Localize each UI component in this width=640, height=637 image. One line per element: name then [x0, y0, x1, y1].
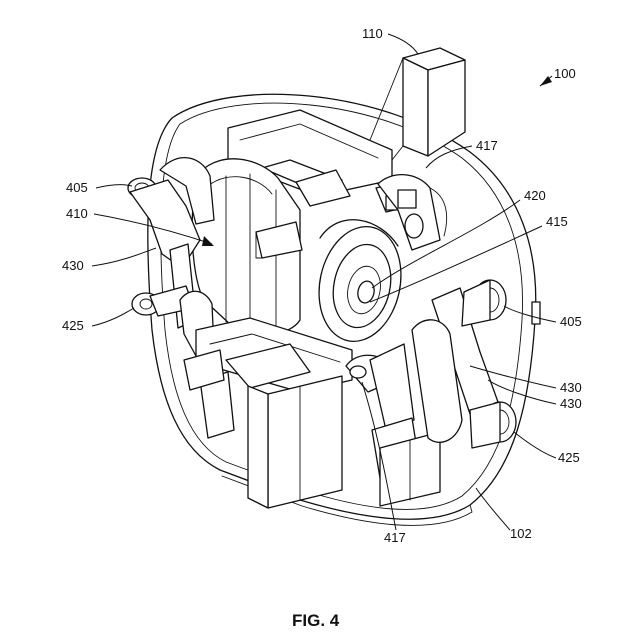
label-417-top: 417: [476, 138, 498, 153]
right-lever-drawing: [411, 279, 541, 449]
left-lever-drawing: [127, 157, 215, 357]
figure-caption: FIG. 4: [292, 611, 340, 630]
label-415: 415: [546, 214, 568, 229]
label-430-right-b: 430: [560, 396, 582, 411]
label-405-left: 405: [66, 180, 88, 195]
shaft-110-drawing: [369, 47, 466, 161]
label-425-right: 425: [558, 450, 580, 465]
lower-clamp-drawing: [345, 343, 441, 507]
upper-clamp-drawing: [377, 173, 448, 251]
label-425-left: 425: [62, 318, 84, 333]
label-405-right: 405: [560, 314, 582, 329]
lower-base-drawing: [183, 317, 353, 509]
label-100: 100: [554, 66, 576, 81]
label-110: 110: [362, 26, 383, 41]
label-410: 410: [66, 206, 88, 221]
label-430-right-a: 430: [560, 380, 582, 395]
leader-lines: [91, 33, 557, 531]
label-102: 102: [510, 526, 532, 541]
label-417-bottom: 417: [384, 530, 406, 545]
bearing-ring-drawing: [318, 219, 402, 342]
reference-labels: 110 100 417 405 420 410 415 430 425 405 …: [62, 26, 582, 545]
coil-410-drawing: [191, 158, 303, 337]
label-430-left: 430: [62, 258, 84, 273]
label-420: 420: [524, 188, 546, 203]
